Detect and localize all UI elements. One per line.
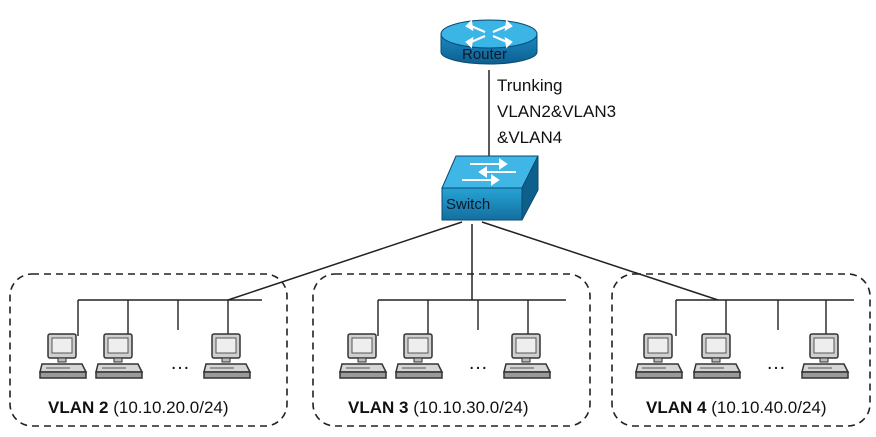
router-label: Router — [462, 46, 508, 63]
router-icon — [440, 19, 538, 65]
pc-icon — [203, 333, 251, 379]
vlan-group-2 — [9, 273, 288, 427]
vlan-subnet: (10.10.20.0/24) — [113, 398, 229, 417]
pc-icon — [635, 333, 683, 379]
pc-icon — [693, 333, 741, 379]
vlan-3-caption: VLAN 3 (10.10.30.0/24) — [348, 398, 529, 418]
switch-icon — [441, 155, 539, 221]
pc-icon — [503, 333, 551, 379]
links — [227, 70, 719, 301]
vlan-subnet: (10.10.30.0/24) — [413, 398, 529, 417]
pc-icon — [395, 333, 443, 379]
trunk-label-line3: &VLAN4 — [497, 128, 563, 147]
trunk-label-line1: Trunking — [497, 76, 563, 95]
pc-icon — [801, 333, 849, 379]
vlan-name: VLAN 4 — [646, 398, 707, 417]
ellipsis: … — [170, 352, 190, 374]
vlan-name: VLAN 2 — [48, 398, 109, 417]
vlan-subnet: (10.10.40.0/24) — [711, 398, 827, 417]
vlan-group-4 — [611, 273, 871, 427]
ellipsis: … — [468, 352, 488, 374]
vlan-4-caption: VLAN 4 (10.10.40.0/24) — [646, 398, 827, 418]
vlan-name: VLAN 3 — [348, 398, 409, 417]
link-vlan2 — [227, 221, 463, 301]
ellipsis: … — [766, 352, 786, 374]
vlan-group-3 — [312, 273, 591, 427]
trunk-label-line2: VLAN2&VLAN3 — [497, 102, 617, 121]
link-vlan4 — [481, 221, 719, 301]
switch-label: Switch — [446, 196, 491, 213]
pc-icon — [95, 333, 143, 379]
vlan-4-boundary — [611, 273, 871, 427]
vlan-2-caption: VLAN 2 (10.10.20.0/24) — [48, 398, 229, 418]
pc-icon — [39, 333, 87, 379]
pc-icon — [339, 333, 387, 379]
